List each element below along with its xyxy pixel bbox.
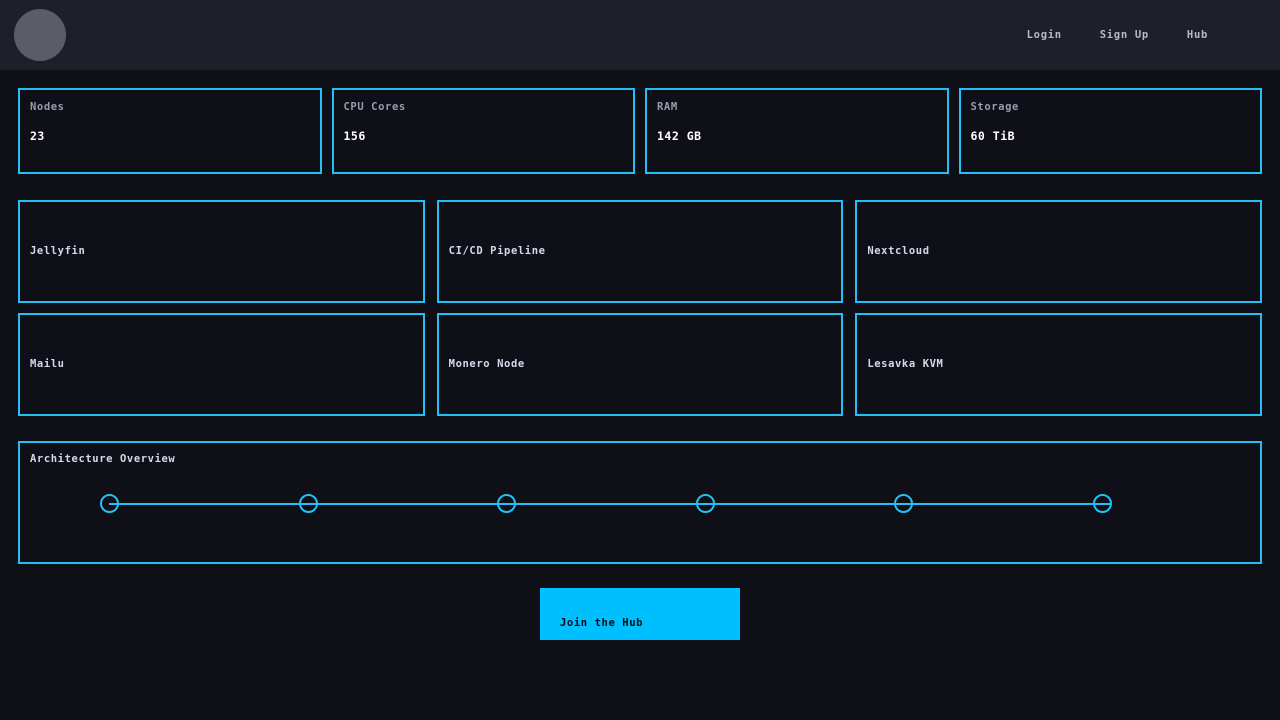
- service-name: Monero Node: [448, 358, 525, 371]
- nav-link-sign-up[interactable]: Sign Up: [1099, 29, 1149, 41]
- timeline-node-5[interactable]: [894, 494, 914, 513]
- page-content: Nodes 23 CPU Cores 156 RAM 142 GB Storag…: [0, 70, 1280, 640]
- service-name: Jellyfin: [30, 245, 86, 258]
- stat-card-cpu-cores: CPU Cores 156: [331, 88, 635, 174]
- services-grid: Jellyfin CI/CD Pipeline Nextcloud Mailu …: [18, 200, 1262, 416]
- stat-label: Storage: [970, 101, 1019, 113]
- architecture-overview-panel: Architecture Overview: [18, 441, 1262, 564]
- stat-label: RAM: [657, 101, 678, 113]
- main-nav: Login Sign Up Hub: [1027, 29, 1208, 41]
- stats-row: Nodes 23 CPU Cores 156 RAM 142 GB Storag…: [18, 88, 1262, 174]
- architecture-overview-title: Architecture Overview: [30, 453, 176, 465]
- timeline-node-2[interactable]: [298, 494, 318, 513]
- stat-card-storage: Storage 60 TiB: [958, 88, 1262, 174]
- service-name: Nextcloud: [867, 245, 930, 258]
- service-card-nextcloud[interactable]: Nextcloud: [855, 200, 1262, 303]
- stat-label: CPU Cores: [343, 101, 406, 113]
- timeline-connector-line: [109, 503, 1111, 505]
- timeline-node-6[interactable]: [1093, 494, 1112, 513]
- timeline-node-4[interactable]: [695, 494, 715, 513]
- stat-value: 60 TiB: [970, 128, 1016, 143]
- stat-card-nodes: Nodes 23: [18, 88, 322, 174]
- service-card-monero-node[interactable]: Monero Node: [436, 313, 844, 416]
- service-card-ci-cd-pipeline[interactable]: CI/CD Pipeline: [436, 200, 844, 303]
- timeline-node-1[interactable]: [100, 494, 119, 513]
- stat-value: 142 GB: [657, 128, 702, 143]
- join-the-hub-button[interactable]: Join the Hub: [540, 588, 740, 640]
- service-card-mailu[interactable]: Mailu: [18, 313, 425, 416]
- stat-value: 156: [343, 128, 366, 143]
- stat-value: 23: [30, 128, 45, 143]
- nav-link-login[interactable]: Login: [1026, 29, 1062, 41]
- service-card-lesavka-kvm[interactable]: Lesavka KVM: [855, 313, 1262, 416]
- timeline-node-3[interactable]: [497, 494, 517, 513]
- service-name: Mailu: [30, 358, 65, 371]
- cta-wrapper: Join the Hub: [18, 588, 1262, 640]
- service-name: Lesavka KVM: [867, 358, 944, 371]
- nav-link-hub[interactable]: Hub: [1186, 29, 1208, 41]
- architecture-timeline: [100, 493, 1112, 515]
- stat-card-ram: RAM 142 GB: [645, 88, 949, 174]
- stat-label: Nodes: [30, 101, 65, 113]
- site-header: Login Sign Up Hub: [0, 0, 1280, 70]
- user-avatar-circle-icon[interactable]: [14, 9, 66, 61]
- service-card-jellyfin[interactable]: Jellyfin: [18, 200, 425, 303]
- service-name: CI/CD Pipeline: [448, 245, 546, 258]
